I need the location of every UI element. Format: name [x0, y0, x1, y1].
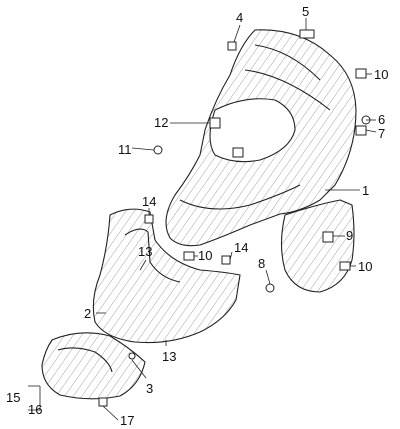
screw-4 — [227, 41, 237, 51]
clip-5 — [299, 29, 315, 39]
part-bottom-spoiler — [41, 332, 146, 400]
callout-8: 8 — [258, 256, 265, 271]
washer-3 — [128, 352, 136, 360]
part-lower-cowl — [92, 208, 241, 344]
screw-11 — [153, 145, 163, 155]
callout-10-mid: 10 — [198, 248, 212, 263]
callout-labels: 4 5 10 6 7 1 12 11 14 14 10 13 9 10 8 2 … — [6, 4, 388, 428]
callout-4: 4 — [236, 10, 243, 25]
callout-9: 9 — [346, 228, 353, 243]
callout-5: 5 — [302, 4, 309, 19]
callout-17: 17 — [120, 413, 134, 428]
clip-14-left — [144, 214, 154, 224]
nut-10-right — [339, 261, 351, 271]
callout-13-bottom: 13 — [162, 349, 176, 364]
part-side-panel — [280, 199, 355, 293]
callout-7: 7 — [378, 126, 385, 141]
callout-13-top: 13 — [138, 244, 152, 259]
callout-14-left: 14 — [142, 194, 156, 209]
clip-12b — [232, 147, 244, 158]
part-front-shield — [165, 29, 357, 247]
callout-1: 1 — [362, 183, 369, 198]
callout-14-right: 14 — [234, 240, 248, 255]
callout-10-right: 10 — [358, 259, 372, 274]
callout-11: 11 — [118, 142, 132, 157]
clip-9 — [322, 231, 334, 243]
callout-6: 6 — [378, 112, 385, 127]
callout-12: 12 — [154, 115, 168, 130]
callout-2: 2 — [84, 306, 91, 321]
screw-8 — [265, 283, 275, 293]
clip-12 — [209, 117, 221, 129]
nut-10-top — [355, 68, 367, 79]
callout-15: 15 — [6, 390, 20, 405]
callout-16: 16 — [28, 402, 42, 417]
leader-lines — [28, 18, 377, 421]
clip-14-right — [221, 255, 231, 265]
callout-10-top: 10 — [374, 67, 388, 82]
callout-3: 3 — [146, 381, 153, 396]
clip-7 — [355, 125, 367, 136]
nut-10-mid — [183, 251, 195, 261]
clip-17 — [98, 397, 108, 407]
